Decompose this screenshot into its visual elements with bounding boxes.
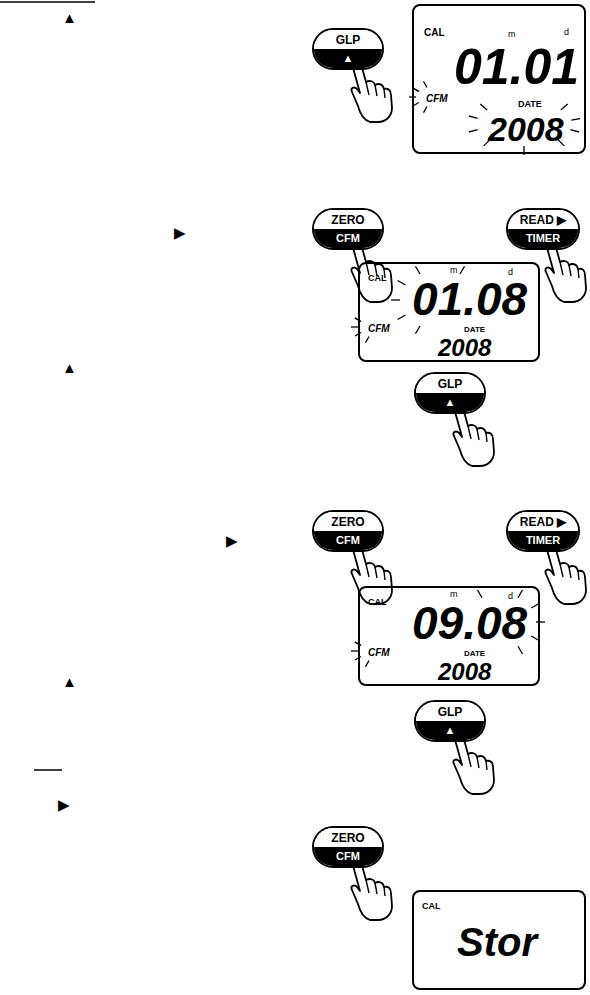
key-symbol: ▲: [62, 360, 77, 375]
lcd-display: CALmd01.08CFMDATE2008: [358, 262, 540, 362]
button-sublabel: CFM: [314, 847, 382, 866]
lcd-indicator: DATE: [464, 326, 485, 334]
lcd-indicator: CFM: [368, 648, 390, 658]
flash-ray: [351, 326, 358, 327]
flash-ray: [518, 590, 523, 598]
flash-ray: [398, 281, 406, 286]
button-sublabel: ▲: [314, 49, 382, 68]
flash-ray: [518, 646, 523, 654]
lcd-indicator: CAL: [422, 902, 441, 911]
lcd-indicator: CFM: [368, 324, 390, 334]
lcd-indicator: d: [564, 28, 569, 37]
key-symbol: ▶: [226, 533, 238, 548]
flash-ray: [469, 130, 478, 132]
button-label: GLP: [416, 702, 484, 721]
lcd-digits: 2008: [438, 660, 491, 684]
flash-ray: [424, 81, 428, 87]
flash-ray: [366, 661, 370, 667]
flash-ray: [478, 590, 483, 598]
keypad-button: ZEROCFM: [312, 826, 384, 868]
lcd-digits: 2008: [438, 336, 491, 360]
key-symbol: ▲: [62, 10, 77, 25]
keypad-button: ZEROCFM: [312, 208, 384, 250]
keypad-button: GLP▲: [312, 28, 384, 70]
lcd-indicator: CAL: [368, 598, 387, 607]
flash-ray: [351, 650, 358, 651]
lcd-display: CAL m d 01.01CFM DATE 2008: [412, 4, 586, 154]
button-label: GLP: [314, 30, 382, 49]
lcd-indicator: m: [450, 266, 458, 275]
button-sublabel: CFM: [314, 229, 382, 248]
heading-underline: [0, 1, 95, 3]
button-label: ZERO: [314, 210, 382, 229]
button-sublabel: TIMER: [508, 531, 578, 550]
lcd-indicator: CAL: [368, 274, 387, 283]
flash-ray: [571, 119, 580, 121]
flash-ray: [570, 130, 579, 132]
keypad-button: ZEROCFM: [312, 510, 384, 552]
flash-ray: [531, 604, 539, 609]
lcd-digits: 09.08: [412, 600, 527, 646]
button-label: GLP: [416, 374, 484, 393]
button-sublabel: TIMER: [508, 229, 578, 248]
lcd-indicator: CAL: [424, 28, 445, 38]
keypad-button: READ ▶TIMER: [506, 208, 580, 250]
note-underline: [34, 769, 62, 771]
lcd-indicator: DATE: [518, 100, 542, 109]
flash-ray: [536, 621, 545, 622]
keypad-button: READ ▶TIMER: [506, 510, 580, 552]
flash-ray: [366, 337, 370, 343]
lcd-display: CALmd09.08CFMDATE2008: [358, 586, 540, 686]
lcd-digits: Stor: [457, 922, 537, 962]
flash-ray: [561, 104, 568, 110]
flash-ray: [480, 104, 487, 110]
lcd-indicator: m: [450, 590, 458, 599]
button-sublabel: ▲: [416, 393, 484, 412]
lcd-digits: 01.01: [454, 42, 579, 92]
lcd-indicator: DATE: [464, 650, 485, 658]
lcd-indicator: m: [508, 30, 516, 39]
flash-ray: [391, 299, 400, 300]
flash-ray: [460, 266, 465, 274]
lcd-digits: 01.08: [412, 276, 527, 322]
lcd-display: CAL Stor: [412, 890, 586, 990]
flash-ray: [416, 266, 421, 274]
key-symbol: ▶: [174, 225, 186, 240]
keypad-button: GLP▲: [414, 700, 486, 742]
flash-ray: [469, 116, 478, 118]
lcd-digits: 2008: [488, 112, 564, 146]
lcd-indicator: CFM: [426, 94, 448, 104]
flash-ray: [424, 107, 428, 113]
button-sublabel: ▲: [416, 721, 484, 740]
flash-ray: [531, 636, 539, 641]
flash-ray: [416, 326, 421, 334]
button-label: ZERO: [314, 512, 382, 531]
key-symbol: ▶: [58, 797, 70, 812]
key-symbol: ▲: [62, 674, 77, 689]
keypad-button: GLP▲: [414, 372, 486, 414]
flash-ray: [398, 315, 406, 320]
button-label: READ ▶: [508, 512, 578, 531]
button-sublabel: CFM: [314, 531, 382, 550]
button-label: ZERO: [314, 828, 382, 847]
button-label: READ ▶: [508, 210, 578, 229]
